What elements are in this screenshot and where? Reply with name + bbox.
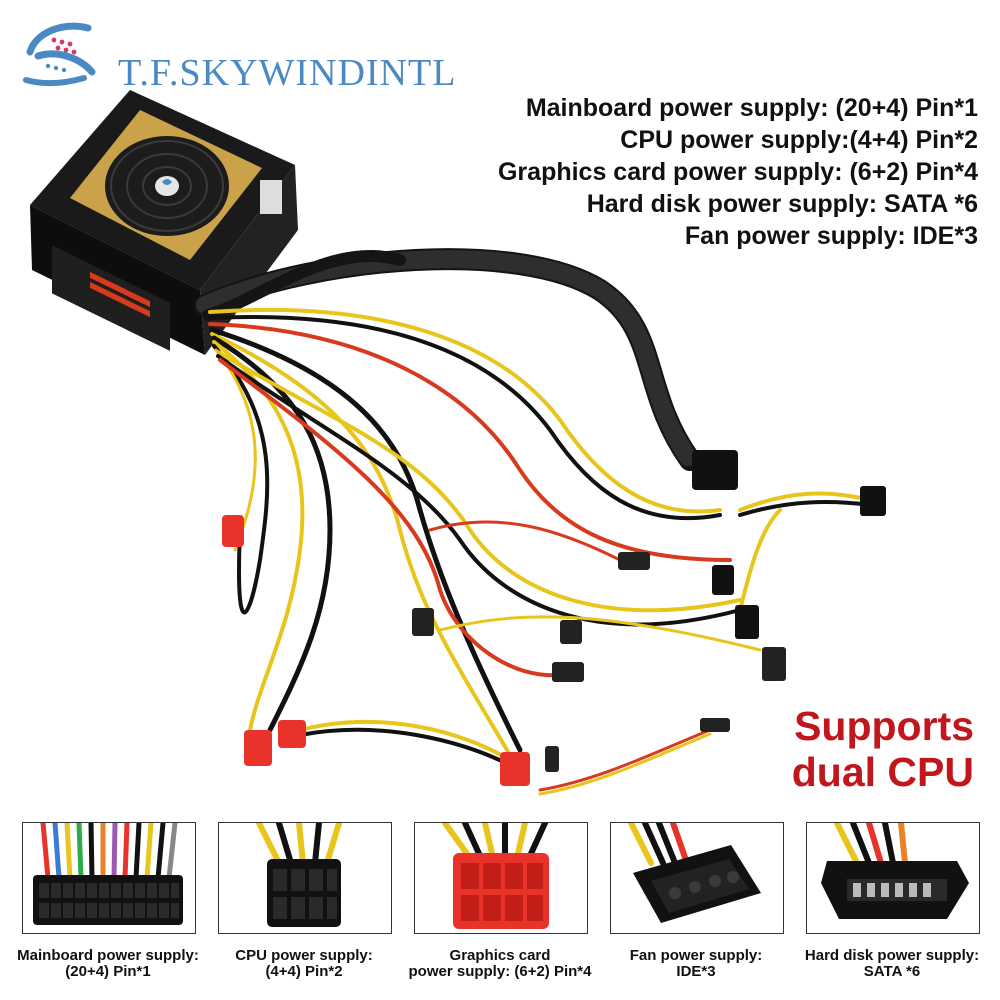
psu-product-image xyxy=(30,90,886,796)
caption-line: (4+4) Pin*2 xyxy=(265,963,343,980)
caption-line: Hard disk power supply: xyxy=(804,947,980,964)
cable-bundle xyxy=(194,248,872,796)
dual-cpu-highlight: Supports dual CPU xyxy=(792,703,974,795)
caption-line: CPU power supply: xyxy=(235,947,373,964)
connector-caption: Graphics card power supply: (6+2) Pin*4 xyxy=(394,948,606,980)
brand-header: T.F.SKYWINDINTL xyxy=(18,20,498,94)
connector-panel-graphics xyxy=(414,822,588,934)
highlight-line: Supports xyxy=(794,703,974,749)
connector-panel-fan xyxy=(610,822,784,934)
connector-caption: Fan power supply: IDE*3 xyxy=(590,948,802,980)
connector-caption: Mainboard power supply: (20+4) Pin*1 xyxy=(2,948,214,980)
caption-line: power supply: (6+2) Pin*4 xyxy=(408,963,592,980)
highlight-line: dual CPU xyxy=(791,749,974,795)
brand-name: T.F.SKYWINDINTL xyxy=(118,52,457,94)
spec-line: Fan power supply: IDE*3 xyxy=(684,222,978,250)
spec-line: Graphics card power supply: (6+2) Pin*4 xyxy=(497,158,978,186)
skywind-logo-icon xyxy=(23,22,96,87)
connector-caption: CPU power supply: (4+4) Pin*2 xyxy=(198,948,410,980)
sata-connector-icon xyxy=(821,823,969,919)
caption-line: Graphics card xyxy=(449,947,551,964)
caption-line: IDE*3 xyxy=(676,963,716,980)
scene-connectors xyxy=(222,450,886,786)
connector-panel-mainboard xyxy=(22,822,196,934)
caption-line: Fan power supply: xyxy=(629,947,763,964)
connector-panels: Mainboard power supply: (20+4) Pin*1 CPU… xyxy=(0,820,1000,1000)
caption-line: Mainboard power supply: xyxy=(17,947,199,964)
caption-line: SATA *6 xyxy=(863,963,921,980)
spec-line: Hard disk power supply: SATA *6 xyxy=(586,190,978,218)
connector-panel-sata xyxy=(806,822,980,934)
spec-list: Mainboard power supply: (20+4) Pin*1 CPU… xyxy=(418,92,978,252)
spec-line: Mainboard power supply: (20+4) Pin*1 xyxy=(525,94,978,122)
cpu-8pin-connector-icon xyxy=(256,823,342,927)
connector-panel-cpu xyxy=(218,822,392,934)
molex-ide-connector-icon xyxy=(628,823,761,923)
pcie-8pin-connector-icon xyxy=(442,823,549,929)
caption-line: (20+4) Pin*1 xyxy=(65,963,151,980)
connector-caption: Hard disk power supply: SATA *6 xyxy=(786,948,998,980)
atx-24pin-connector-icon xyxy=(33,823,183,925)
spec-line: CPU power supply:(4+4) Pin*2 xyxy=(620,126,978,154)
